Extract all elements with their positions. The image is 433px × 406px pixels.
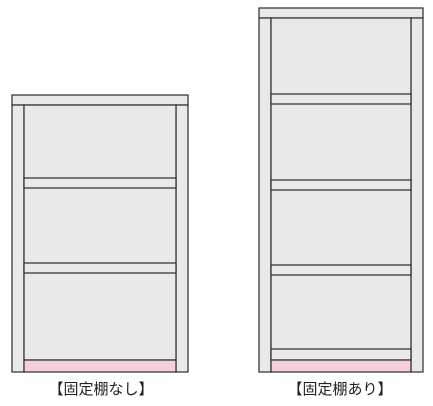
cabinet-with-fixed-shelf [258, 7, 424, 373]
right-shelf-2 [270, 179, 412, 191]
right-side-panel-left [258, 17, 272, 373]
left-side-panel-left [11, 104, 25, 373]
left-top-board [11, 94, 189, 106]
caption-with-fixed-shelf: 【固定棚あり】 [287, 380, 393, 398]
left-interior [23, 104, 177, 361]
left-side-panel-right [175, 104, 189, 373]
cabinet-without-fixed-shelf [11, 94, 189, 373]
right-fixed-shelf [270, 348, 412, 361]
right-base-plinth [270, 359, 412, 373]
left-base-plinth [23, 359, 177, 373]
left-shelf-2 [23, 262, 177, 274]
caption-without-fixed-shelf: 【固定棚なし】 [48, 380, 154, 398]
right-shelf-1 [270, 93, 412, 105]
right-side-panel-right [410, 17, 424, 373]
left-shelf-1 [23, 177, 177, 189]
right-shelf-3 [270, 264, 412, 276]
right-top-board [258, 7, 424, 19]
